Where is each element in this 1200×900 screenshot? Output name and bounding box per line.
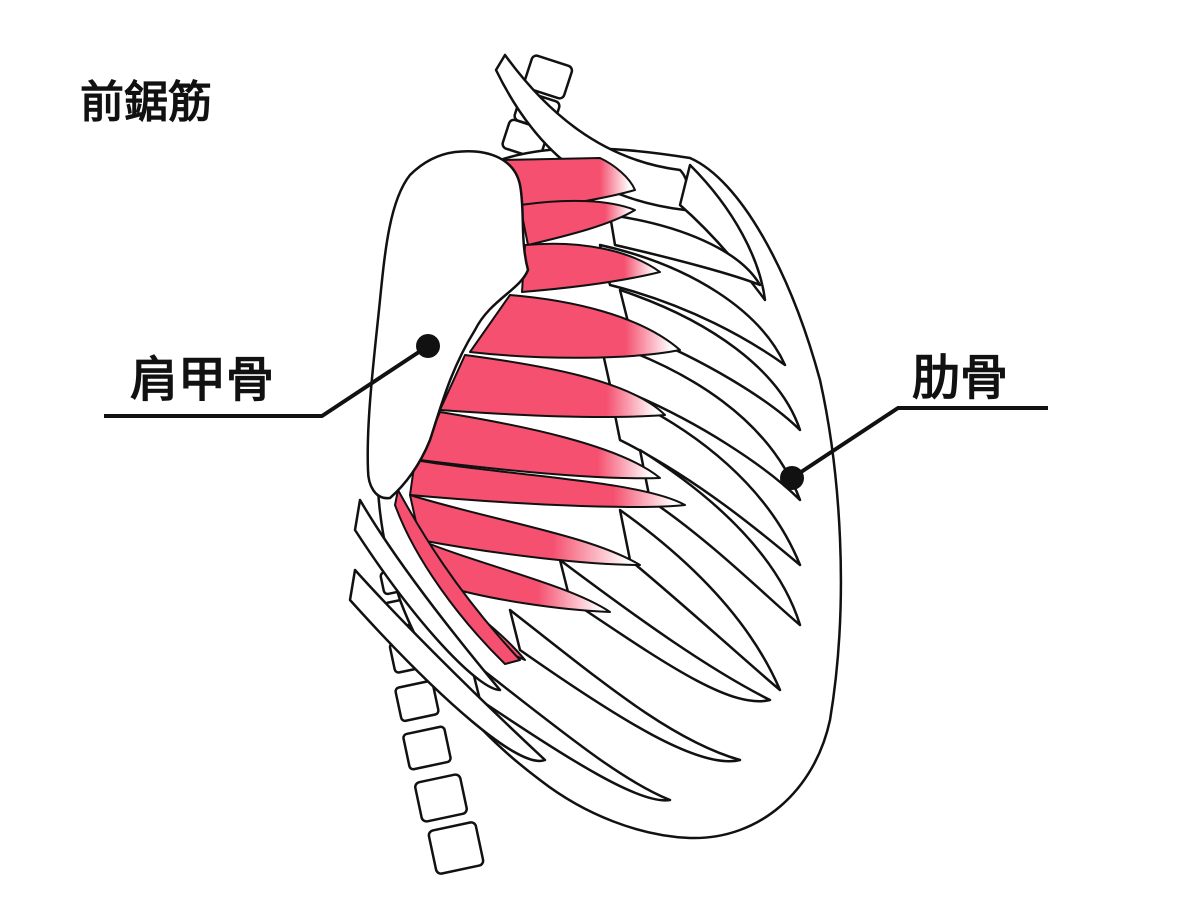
rib-6 xyxy=(608,388,802,567)
rib-11 xyxy=(468,658,672,802)
scapula xyxy=(366,150,530,500)
rib-10 xyxy=(508,608,742,763)
scapula-marker xyxy=(416,334,440,358)
muscle-slip-4 xyxy=(469,294,681,359)
muscle-slip-2 xyxy=(519,199,636,246)
muscle-slip-6 xyxy=(419,411,661,480)
ribs xyxy=(468,163,802,802)
muscle-slip-3 xyxy=(521,242,661,293)
muscle-slip-7 xyxy=(409,459,686,508)
rib-5 xyxy=(598,338,802,502)
rib-8 xyxy=(618,508,782,692)
label-ribs: 肋骨 xyxy=(912,350,1009,406)
muscle-slip-8 xyxy=(409,494,641,566)
label-scapula: 肩甲骨 xyxy=(130,352,275,408)
floating-rib-1 xyxy=(353,498,502,692)
ribs-leader xyxy=(780,406,1048,490)
muscle-slip-5 xyxy=(439,354,666,419)
ribs-marker xyxy=(780,466,804,490)
rib-7 xyxy=(638,448,802,627)
rib-9 xyxy=(558,558,772,703)
diagram-title: 前鋸筋 xyxy=(80,77,212,128)
muscle-slip-9 xyxy=(419,539,611,613)
scapula-leader xyxy=(104,334,440,418)
floating-rib-2 xyxy=(348,568,547,763)
muscle-lower-band xyxy=(394,489,521,665)
rib-2 xyxy=(608,213,762,287)
rib-4 xyxy=(618,288,802,432)
serratus-anterior-muscle xyxy=(394,157,686,665)
